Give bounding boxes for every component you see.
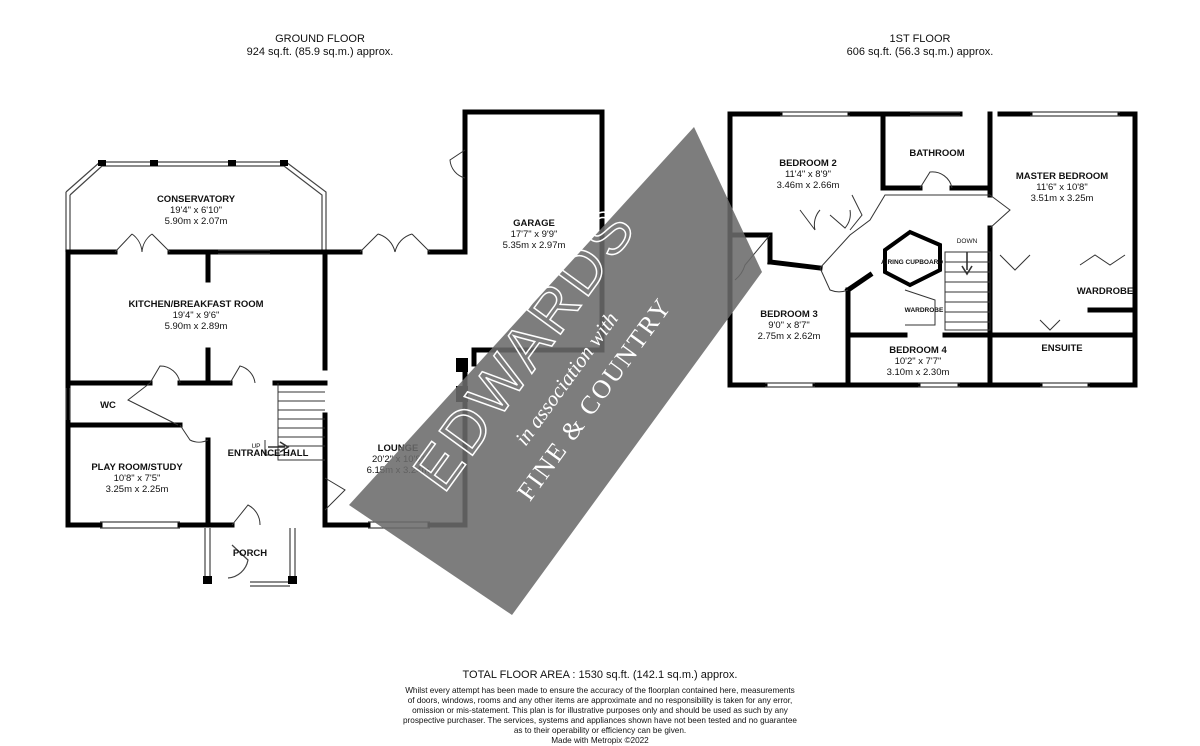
- ground-floor-title: GROUND FLOOR: [275, 33, 365, 45]
- bedroom2-metric: 3.46m x 2.66m: [777, 180, 840, 191]
- kitchen-imperial: 19'4" x 9'6": [173, 310, 220, 321]
- porch-post: [203, 576, 212, 584]
- master-bedroom-name: MASTER BEDROOM: [1016, 171, 1108, 182]
- porch-outline: [204, 528, 296, 587]
- disclaimer-line: as to their operability or efficiency ca…: [513, 726, 687, 735]
- bedroom3-imperial: 9'0" x 8'7": [768, 320, 810, 331]
- garage-metric: 5.35m x 2.97m: [503, 240, 566, 251]
- master-bedroom-imperial: 11'6" x 10'8": [1036, 182, 1087, 193]
- total-floor-area: TOTAL FLOOR AREA : 1530 sq.ft. (142.1 sq…: [462, 669, 738, 681]
- first-floor-area: 606 sq.ft. (56.3 sq.m.) approx.: [846, 46, 994, 58]
- watermark: EDWARDS in association with FINE & COUNT…: [349, 127, 762, 615]
- watermark-band: [349, 127, 762, 615]
- airing-cupboard-outline: [883, 229, 942, 288]
- conservatory-post: [150, 160, 158, 166]
- disclaimer-line: prospective purchaser. The services, sys…: [402, 716, 797, 725]
- small-wardrobe-outline: [904, 289, 936, 326]
- garage-imperial: 17'7" x 9'9": [511, 229, 558, 240]
- porch-post: [288, 576, 297, 584]
- disclaimer-line: Made with Metropix ©2022: [551, 736, 649, 745]
- ground-floor-header: GROUND FLOOR 924 sq.ft. (85.9 sq.m.) app…: [170, 33, 470, 59]
- ensuite-name: ENSUITE: [1041, 343, 1082, 354]
- disclaimer-line: of doors, windows, rooms and any other i…: [407, 696, 793, 705]
- conservatory-metric: 5.90m x 2.07m: [165, 216, 228, 227]
- disclaimer-line: omission or mis-statement. This plan is …: [412, 706, 788, 715]
- kitchen-metric: 5.90m x 2.89m: [165, 321, 228, 332]
- first-floor-stairs: [944, 251, 991, 331]
- landing-outline: [819, 194, 990, 269]
- lounge-name: LOUNGE: [378, 443, 419, 454]
- first-floor-labels: BEDROOM 2 11'4" x 8'9" 3.46m x 2.66m BAT…: [758, 148, 1134, 378]
- bedroom2-name: BEDROOM 2: [779, 158, 837, 169]
- garage-pier: [456, 358, 468, 372]
- first-floor-header: 1ST FLOOR 606 sq.ft. (56.3 sq.m.) approx…: [770, 33, 1070, 59]
- master-wardrobe-label: WARDROBE: [1077, 286, 1133, 297]
- conservatory-post: [228, 160, 236, 166]
- playroom-metric: 3.25m x 2.25m: [106, 484, 169, 495]
- kitchen-name: KITCHEN/BREAKFAST ROOM: [128, 299, 263, 310]
- first-floor-title: 1ST FLOOR: [889, 33, 951, 45]
- ground-floor-area: 924 sq.ft. (85.9 sq.m.) approx.: [246, 46, 394, 58]
- bedroom3-metric: 2.75m x 2.62m: [758, 331, 821, 342]
- disclaimer-line: Whilst every attempt has been made to en…: [405, 686, 795, 695]
- stairs-down-label: DOWN: [957, 238, 978, 245]
- airing-cupboard-label: AIRING CUPBOARD: [881, 259, 943, 266]
- conservatory-post: [280, 160, 288, 166]
- bedroom2-imperial: 11'4" x 8'9": [785, 169, 831, 180]
- bedroom4-metric: 3.10m x 2.30m: [887, 367, 950, 378]
- playroom-name: PLAY ROOM/STUDY: [91, 462, 183, 473]
- ground-floor-doors: [114, 149, 466, 526]
- master-bedroom-metric: 3.51m x 3.25m: [1031, 193, 1094, 204]
- bedroom4-name: BEDROOM 4: [889, 345, 947, 356]
- bedroom3-name: BEDROOM 3: [760, 309, 818, 320]
- playroom-imperial: 10'8" x 7'5": [114, 473, 161, 484]
- conservatory-post: [98, 160, 106, 166]
- small-wardrobe-label: WARDROBE: [905, 307, 944, 314]
- stairs-up-label: UP: [251, 443, 260, 450]
- entrance-hall-name: ENTRANCE HALL: [228, 448, 309, 459]
- conservatory-name: CONSERVATORY: [157, 194, 236, 205]
- first-floor-windows: [765, 111, 1120, 388]
- wc-name: WC: [100, 400, 116, 411]
- bedroom4-imperial: 10'2" x 7'7": [895, 356, 942, 367]
- garage-name: GARAGE: [513, 218, 555, 229]
- porch-name: PORCH: [233, 548, 267, 559]
- bathroom-name: BATHROOM: [909, 148, 964, 159]
- disclaimer: Whilst every attempt has been made to en…: [300, 686, 900, 746]
- conservatory-imperial: 19'4" x 6'10": [170, 205, 222, 216]
- ground-floor-stairs: [264, 383, 325, 461]
